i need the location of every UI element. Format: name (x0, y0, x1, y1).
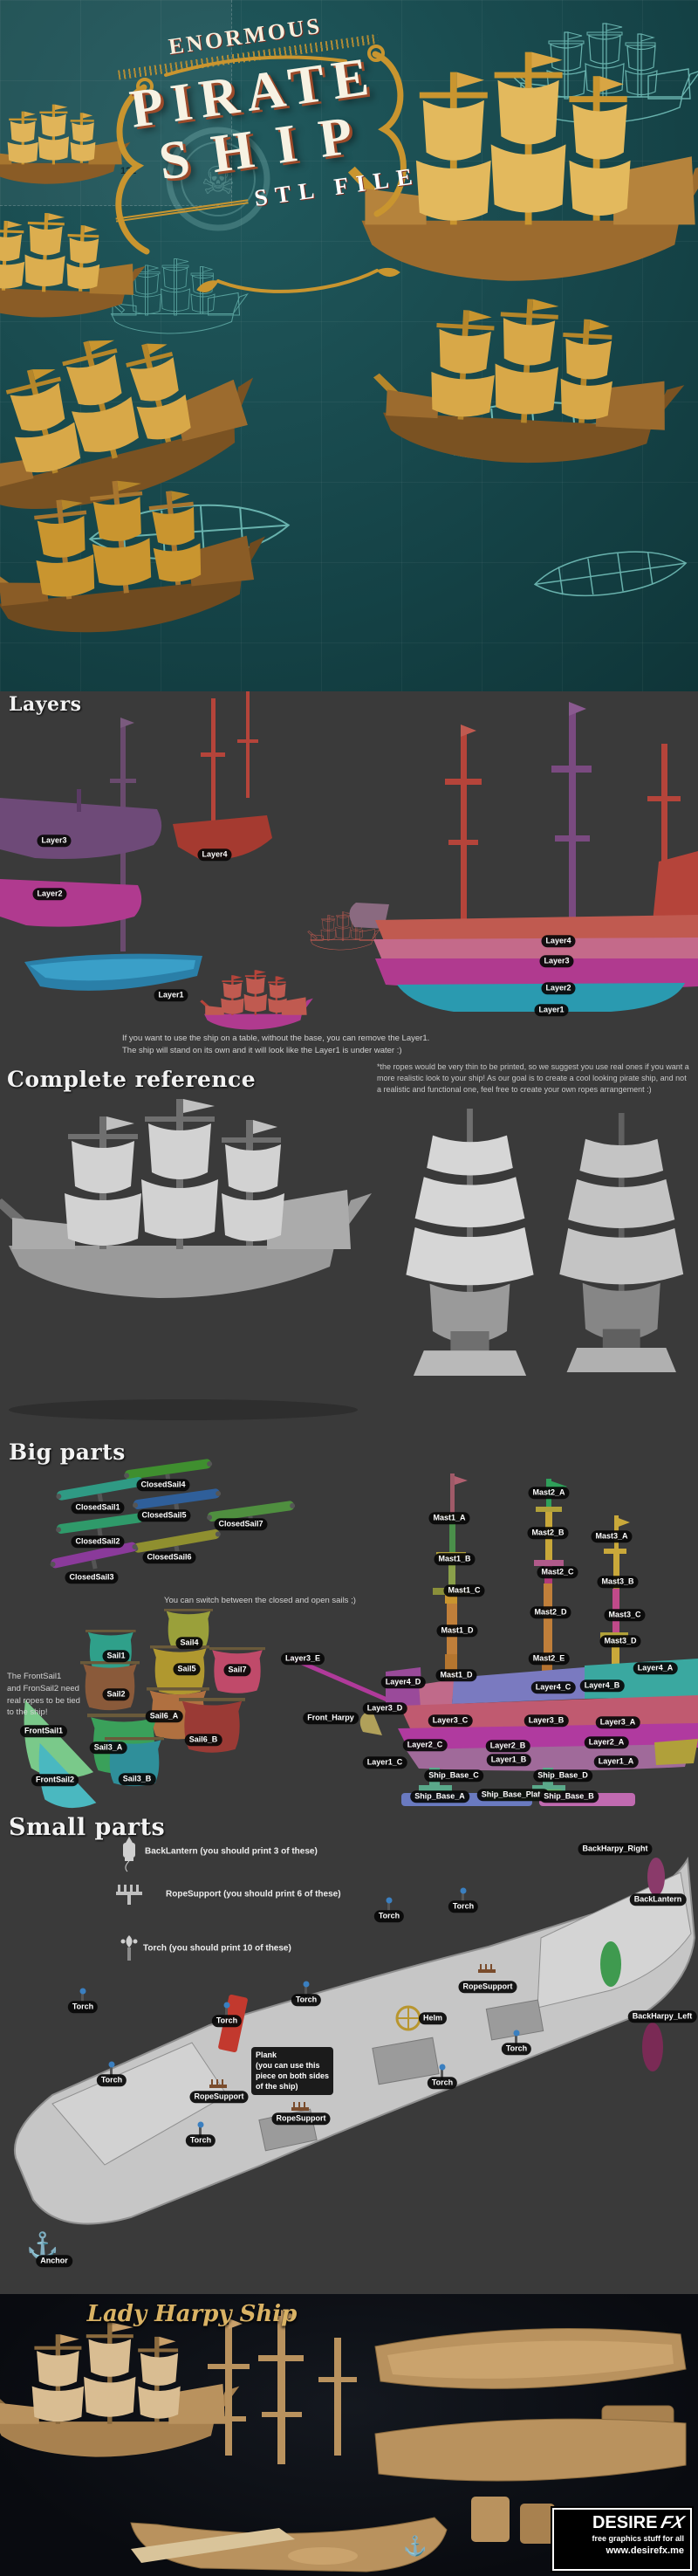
front-harpy-illustration (359, 1709, 382, 1735)
ropes-note: *the ropes would be very thin to be prin… (377, 1062, 689, 1095)
backharpy-left-illustration (642, 2023, 663, 2071)
layers-section-art (0, 691, 698, 1030)
small-parts-legend-icons (116, 1837, 142, 1961)
backharpy-right-illustration (647, 1858, 665, 1896)
small-parts-ship-art (13, 1856, 696, 2225)
watermark-tagline: free graphics stuff for all (592, 2534, 684, 2543)
torch-illustrations (79, 1887, 520, 2138)
colored-layered-ship-illustration (288, 1654, 698, 1806)
lady-harpy-heading: Lady Harpy Ship (86, 2301, 298, 2327)
svg-text:☠: ☠ (201, 160, 235, 203)
svg-text:⚓: ⚓ (403, 2535, 427, 2557)
fx-logo-icon: FX (659, 2513, 687, 2532)
ornate-frame-decoration (115, 45, 407, 293)
ropesupport-illustrations (209, 1964, 496, 2111)
gold-rule-decoration (115, 198, 248, 220)
tan-ship-illustrations: ⚓ (0, 2310, 687, 2573)
closed-sails-illustration (49, 1458, 298, 1578)
reference-section-art (0, 1099, 684, 1420)
layers-heading: Layers (9, 693, 82, 716)
lantern-icon (123, 1837, 135, 1872)
gray-reference-ships-illustration (0, 1099, 684, 1420)
torch-icon (120, 1935, 138, 1961)
big-parts-heading: Big parts (9, 1439, 126, 1465)
hero-banner: 122 ☠ (0, 0, 698, 691)
big-parts-ship-art (288, 1654, 698, 1806)
small-parts-heading: Small parts (9, 1814, 166, 1841)
lady-harpy-art: ⚓ (0, 2310, 687, 2573)
complete-reference-heading: Complete reference (7, 1067, 257, 1092)
hero-art: ☠ (0, 24, 698, 644)
tan-masts-illustration (208, 2310, 357, 2464)
exploded-layers-illustration (0, 691, 272, 991)
front-sail-note: The FrontSail1 and FronSail2 need real r… (7, 1672, 80, 1718)
watermark-url[interactable]: www.desirefx.me (606, 2545, 684, 2556)
anchor-illustration: ⚓ (26, 2232, 59, 2261)
layers-note: If you want to use the ship on a table, … (122, 1034, 430, 1055)
rope-support-icon (116, 1885, 142, 1905)
switch-sails-note: You can switch between the closed and op… (164, 1596, 356, 1605)
plank-note: Plank (you can use this piece on both si… (251, 2047, 333, 2095)
skull-emblem-icon: ☠ (166, 127, 270, 231)
backlantern-illustration (600, 1941, 621, 1987)
layered-ship-illustration (349, 702, 698, 1012)
